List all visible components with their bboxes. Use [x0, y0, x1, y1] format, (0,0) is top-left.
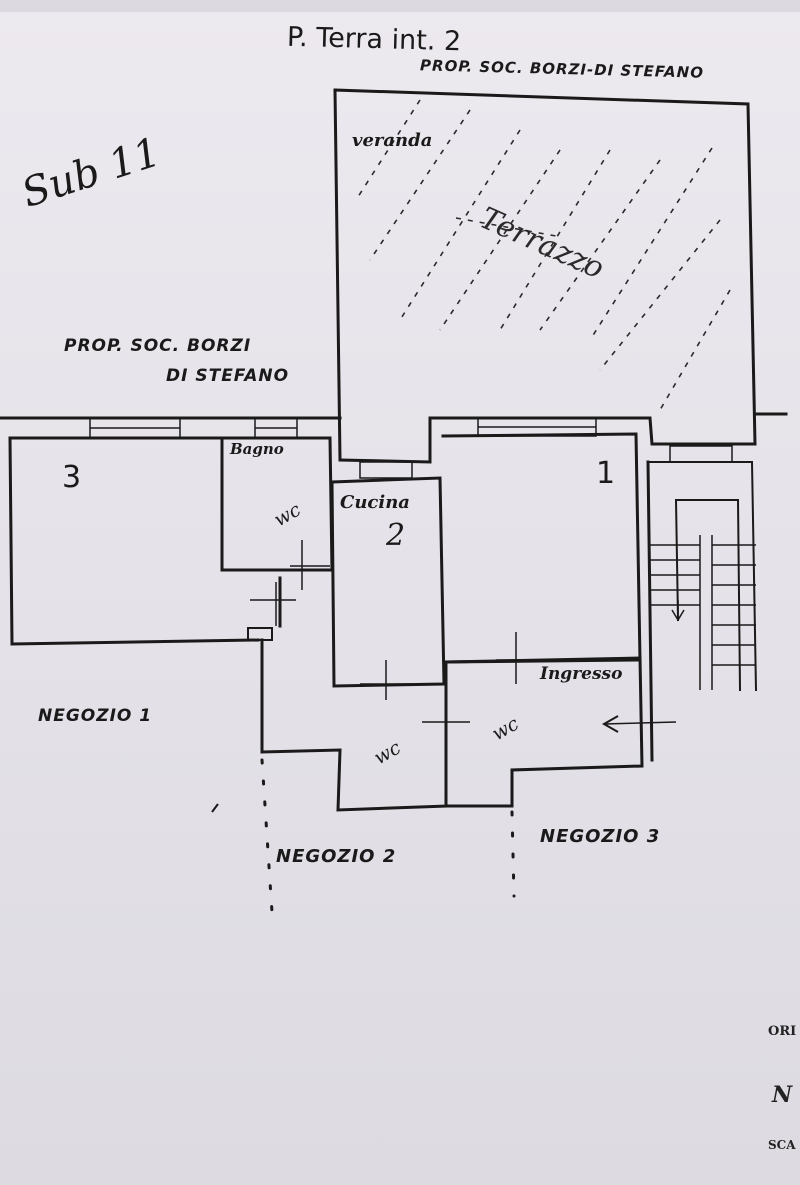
- veranda-label: veranda: [352, 130, 433, 151]
- negozio-2-label: NEGOZIO 2: [276, 846, 397, 867]
- stray-mark: [211, 803, 219, 813]
- room-3-number: 3: [62, 460, 82, 495]
- cucina-label: Cucina: [340, 492, 410, 513]
- shop-boundaries: [260, 758, 516, 914]
- top-strip: [0, 0, 800, 12]
- stairs: [650, 535, 756, 690]
- negozio-3-label: NEGOZIO 3: [540, 826, 661, 847]
- room-1-number: 1: [596, 456, 616, 491]
- edge-label-ori: ORI: [768, 1024, 797, 1039]
- ingresso-label: Ingresso: [540, 664, 623, 684]
- owner-left-line2: DI STEFANO: [166, 366, 290, 386]
- terrace-hatching: [355, 99, 731, 411]
- doors: [250, 540, 677, 740]
- bagno-label: Bagno: [230, 440, 284, 458]
- windows: [89, 417, 733, 479]
- floor-title: P. Terra int. 2: [286, 21, 462, 58]
- negozio-1-label: NEGOZIO 1: [38, 706, 153, 726]
- edge-label-sca: SCA: [768, 1138, 796, 1152]
- edge-label-n: N: [772, 1082, 793, 1108]
- room-2-number: 2: [386, 518, 406, 553]
- walls: [0, 88, 788, 812]
- owner-left-line1: PROP. SOC. BORZI: [64, 336, 252, 356]
